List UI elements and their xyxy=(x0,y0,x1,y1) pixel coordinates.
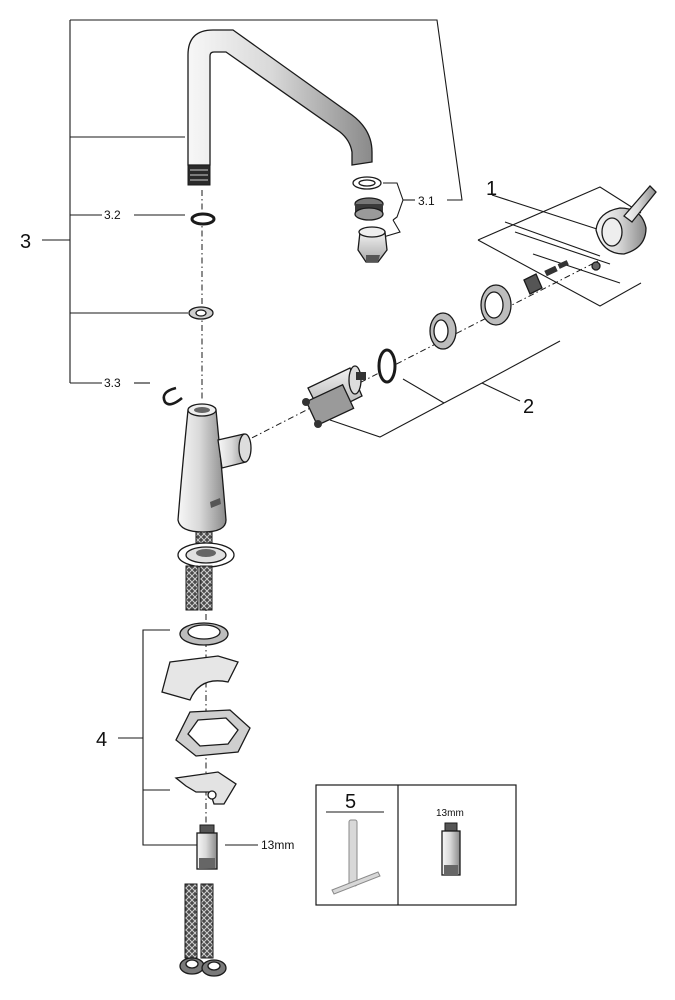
aerator-set xyxy=(352,176,388,263)
tool-nut-size: 13mm xyxy=(436,808,464,819)
lower-flex-hoses xyxy=(179,883,227,977)
mixer-body xyxy=(177,403,252,533)
installation-socket xyxy=(441,822,461,876)
cartridge xyxy=(302,365,366,428)
horseshoe-plate xyxy=(174,771,237,805)
callout-1: 1 xyxy=(486,178,497,200)
aerator-insert xyxy=(354,197,384,221)
callout-3-1-leader xyxy=(379,182,415,239)
callout-3: 3 xyxy=(20,231,31,253)
hose-nut-size: 13mm xyxy=(261,838,294,852)
handle-lever xyxy=(595,185,657,255)
callout-2-leader xyxy=(329,340,561,438)
callout-3-3: 3.3 xyxy=(104,376,121,390)
adapter xyxy=(523,260,601,295)
cartridge-o-ring xyxy=(377,348,397,384)
bushing xyxy=(188,306,214,320)
half-washer xyxy=(161,655,239,701)
o-ring xyxy=(190,212,216,226)
retaining-clip xyxy=(162,386,183,406)
installation-tool xyxy=(331,819,381,895)
callout-1-leader xyxy=(477,186,642,307)
tool-box xyxy=(315,784,517,906)
horizontal-axis xyxy=(239,259,601,445)
callout-3-bracket xyxy=(42,19,463,384)
hose-connector xyxy=(196,824,218,870)
base-washer xyxy=(177,531,235,568)
callout-4: 4 xyxy=(96,729,107,751)
upper-flex-hoses xyxy=(185,565,213,611)
mounting-ring xyxy=(179,622,229,646)
callout-3-2: 3.2 xyxy=(104,208,121,222)
callout-4-bracket xyxy=(118,629,258,846)
callout-5: 5 xyxy=(345,791,356,813)
callout-2: 2 xyxy=(523,396,534,418)
cartridge-nut xyxy=(429,312,457,350)
mounting-plate xyxy=(175,709,251,757)
cover-ring xyxy=(480,284,512,326)
aerator-housing xyxy=(357,226,388,263)
spout xyxy=(187,29,373,186)
callout-3-1: 3.1 xyxy=(418,194,435,208)
